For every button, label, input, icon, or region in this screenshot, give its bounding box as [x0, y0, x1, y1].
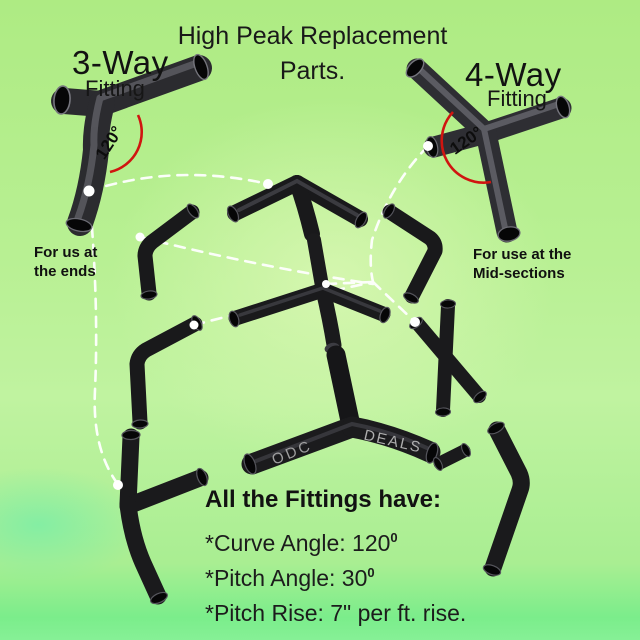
usage-left-line-1: For us at [34, 244, 98, 261]
four-way-sublabel: Fitting [487, 86, 547, 111]
bottom-left-elbow-photo [119, 428, 209, 605]
straight-segment [326, 345, 360, 431]
usage-right-line-1: For use at the [473, 246, 572, 263]
usage-note-left: For us at the ends [34, 243, 97, 281]
tube-opening [186, 203, 200, 219]
tube-opening [243, 453, 257, 475]
tube-opening [226, 205, 240, 223]
guide-left-elbow1-to-hub [138, 235, 375, 286]
guide-hub-to-right-cross [371, 280, 417, 324]
degree-superscript: 0 [390, 530, 398, 545]
usage-left-line-2: the ends [34, 263, 96, 280]
angle-arcs [109, 111, 492, 184]
tube-opening [354, 211, 368, 229]
title-line-2: Parts. [279, 57, 346, 85]
tube-opening [497, 226, 521, 242]
tube-opening [439, 299, 457, 309]
guide-hub-to-mid-junction [324, 280, 375, 286]
tube-opening [403, 292, 419, 304]
tube-opening [432, 457, 444, 471]
right-elbow-1-photo [382, 203, 443, 304]
tube-opening [140, 290, 158, 300]
tube-opening [555, 95, 571, 119]
three-way-label: 3-Way [72, 44, 169, 81]
spec-item-pitch-angle: *Pitch Angle: 300 [205, 565, 375, 591]
right-cross-fitting-photo [409, 299, 487, 417]
straight-segment [307, 233, 329, 293]
spec-item-curve-angle: *Curve Angle: 1200 [205, 530, 398, 556]
tube-opening [434, 407, 452, 417]
four-way-fitting-photo [405, 58, 572, 243]
specs-block: All the Fittings have: *Curve Angle: 120… [205, 486, 466, 628]
tube-opening [121, 429, 141, 441]
title-line-1: High Peak Replacement [177, 22, 448, 50]
right-short-tube-photo [432, 443, 472, 471]
peak-y-fitting-photo [226, 175, 368, 293]
tube-opening [482, 564, 502, 576]
guide-3way-to-peak [87, 173, 270, 193]
tube-opening [196, 467, 208, 487]
four-way-label: 4-Way [465, 56, 562, 93]
angle-arc-left [109, 114, 143, 174]
mid-y-fitting-photo [228, 282, 391, 431]
tube-opening [193, 53, 209, 81]
page-title: High Peak Replacement Parts. [140, 19, 485, 89]
tube-opening [65, 217, 93, 233]
usage-note-right: For use at the Mid-sections [473, 245, 571, 283]
connector-dots [83, 141, 433, 490]
tube-opening [382, 203, 396, 219]
angle-arc-right [440, 111, 492, 184]
three-way-fitting-photo [51, 53, 212, 236]
tube-opening [228, 310, 240, 328]
specs-heading: All the Fittings have: [205, 486, 442, 513]
right-bottom-elbow-photo [482, 421, 530, 577]
tube-opening [53, 85, 71, 115]
three-way-sublabel: Fitting [85, 76, 145, 101]
tube-opening [379, 306, 391, 324]
tube-opening [150, 591, 168, 605]
tube-opening [473, 390, 487, 404]
tube-opening [460, 443, 472, 457]
tube-opening [405, 58, 425, 78]
left-elbow-2-photo [129, 315, 203, 430]
usage-right-line-2: Mid-sections [473, 265, 565, 282]
left-elbow-1-photo [137, 203, 200, 301]
degree-superscript: 0 [367, 565, 375, 580]
tube-opening [131, 419, 149, 429]
guide-4way-to-hub [369, 144, 430, 284]
guide-3way-to-bottom-left [87, 189, 119, 485]
tube-opening [487, 421, 505, 435]
spec-item-pitch-rise: *Pitch Rise: 7" per ft. rise. [205, 600, 467, 626]
